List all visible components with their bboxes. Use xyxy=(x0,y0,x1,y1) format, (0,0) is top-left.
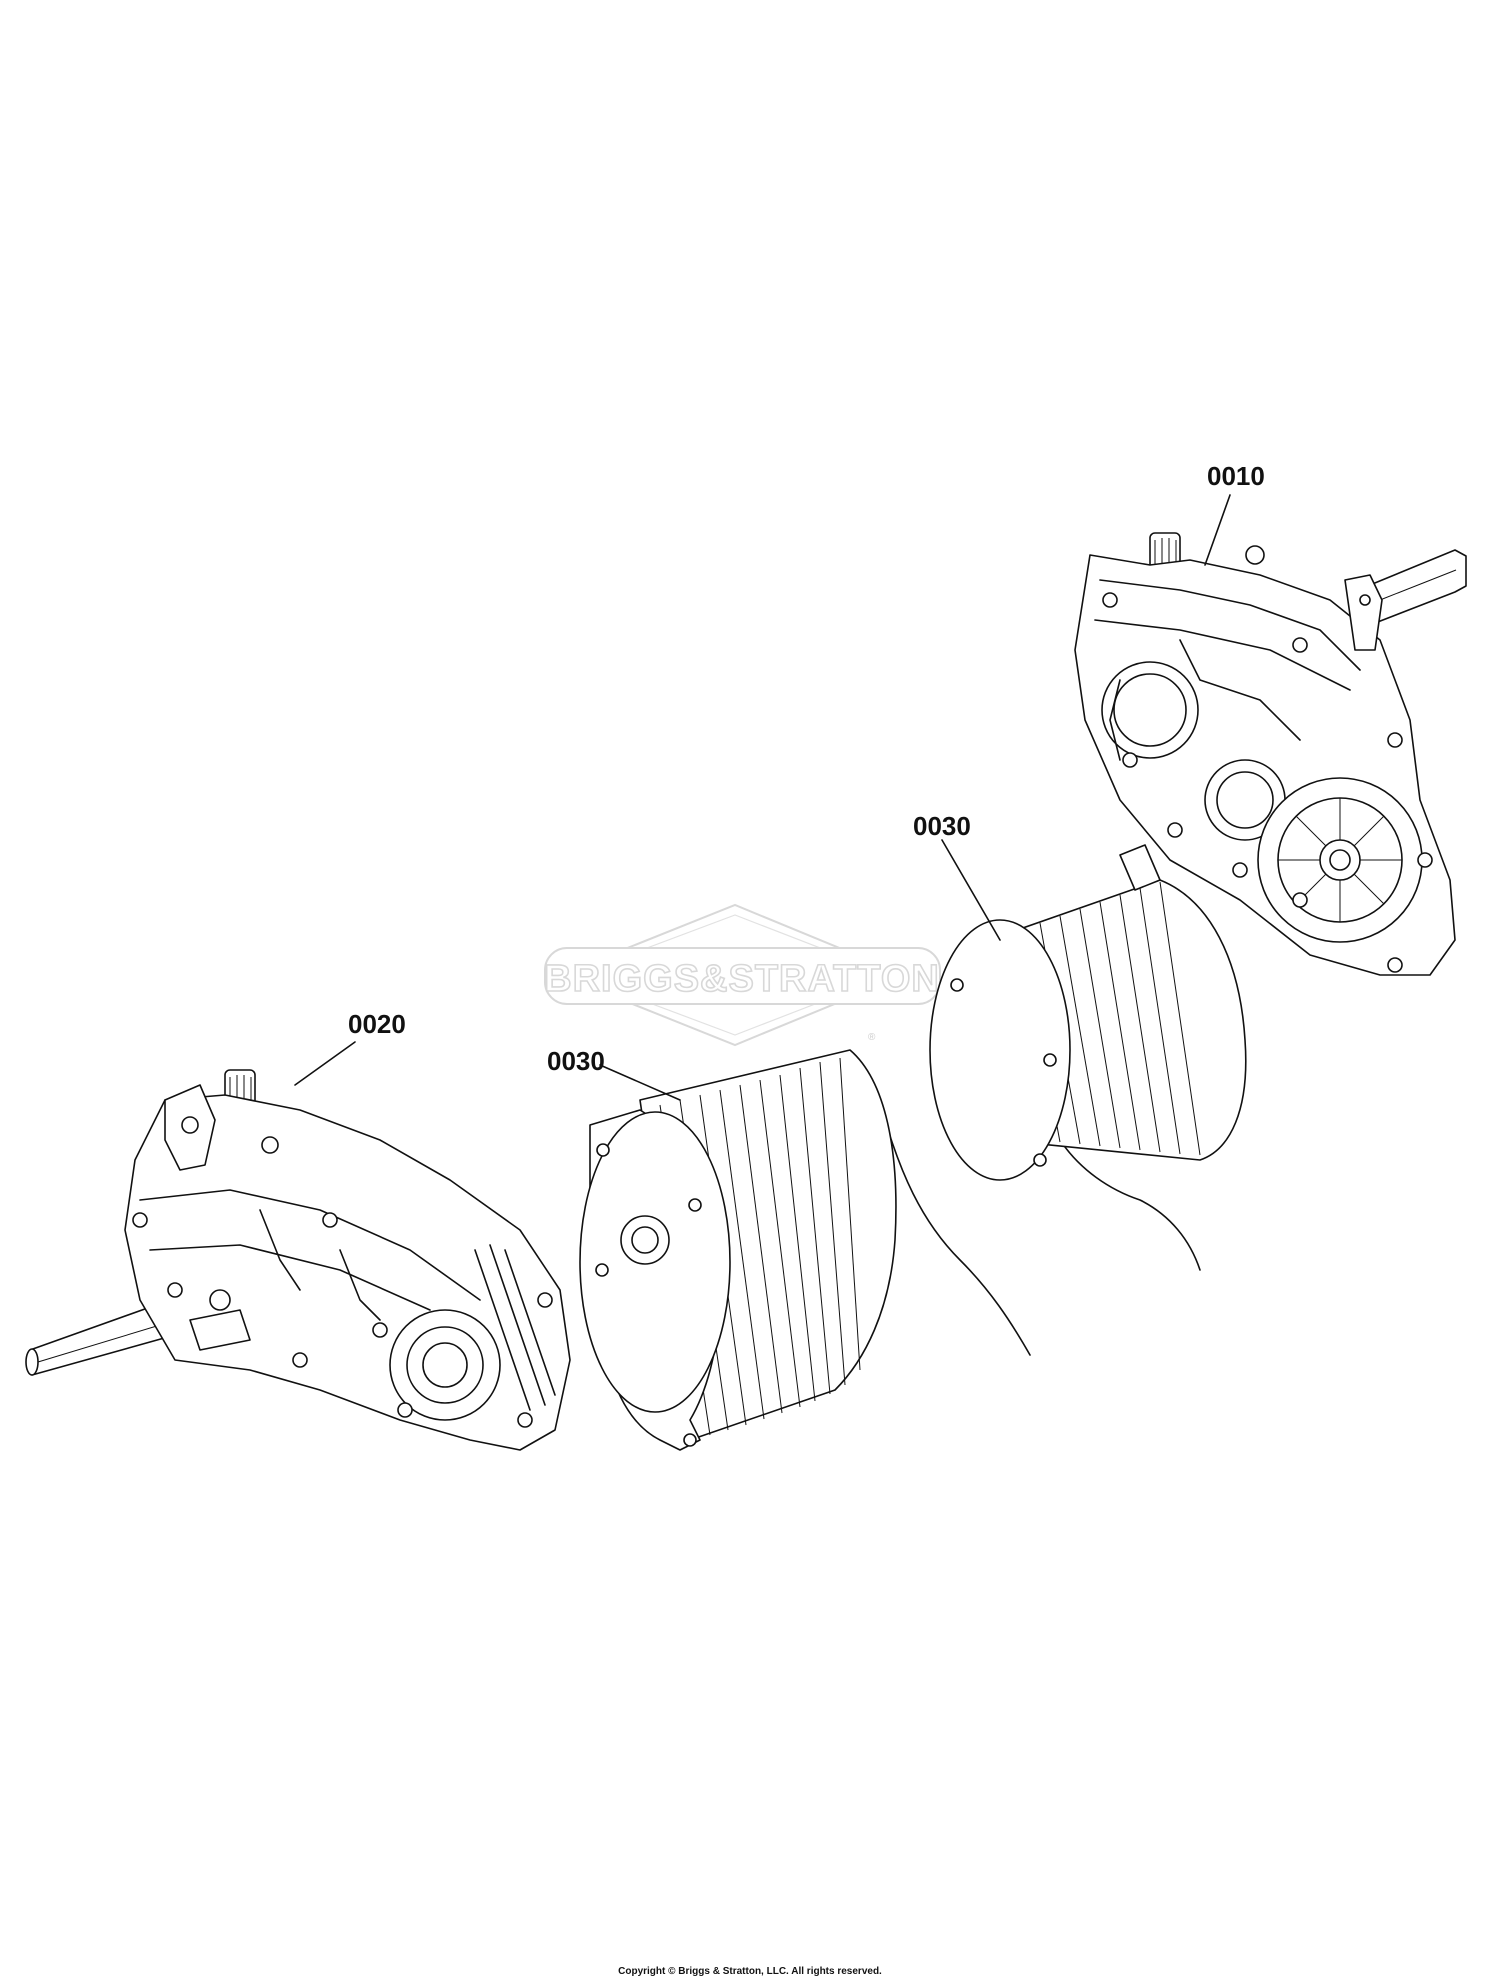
callout-0030-right[interactable]: 0030 xyxy=(913,811,971,841)
callout-0030-left[interactable]: 0030 xyxy=(547,1046,605,1076)
callout-0030-left-leader xyxy=(599,1064,681,1101)
callout-0010-leader xyxy=(1204,494,1231,566)
motor-right-part[interactable] xyxy=(929,844,1247,1271)
briggs-stratton-watermark: BRIGGS&STRATTON ® xyxy=(543,903,941,1047)
callout-0020-leader xyxy=(294,1041,356,1086)
transaxle-left-part[interactable] xyxy=(25,1069,571,1451)
transaxle-right-part[interactable] xyxy=(1074,532,1467,976)
watermark-text: BRIGGS&STRATTON xyxy=(544,958,940,1000)
watermark-registered-mark: ® xyxy=(868,1032,876,1043)
motor-left-part[interactable] xyxy=(579,1049,1031,1451)
callout-0030-right-leader xyxy=(941,839,1001,941)
callout-0010[interactable]: 0010 xyxy=(1207,461,1265,491)
callout-0020[interactable]: 0020 xyxy=(348,1009,406,1039)
copyright-footer: Copyright © Briggs & Stratton, LLC. All … xyxy=(618,1966,882,1977)
